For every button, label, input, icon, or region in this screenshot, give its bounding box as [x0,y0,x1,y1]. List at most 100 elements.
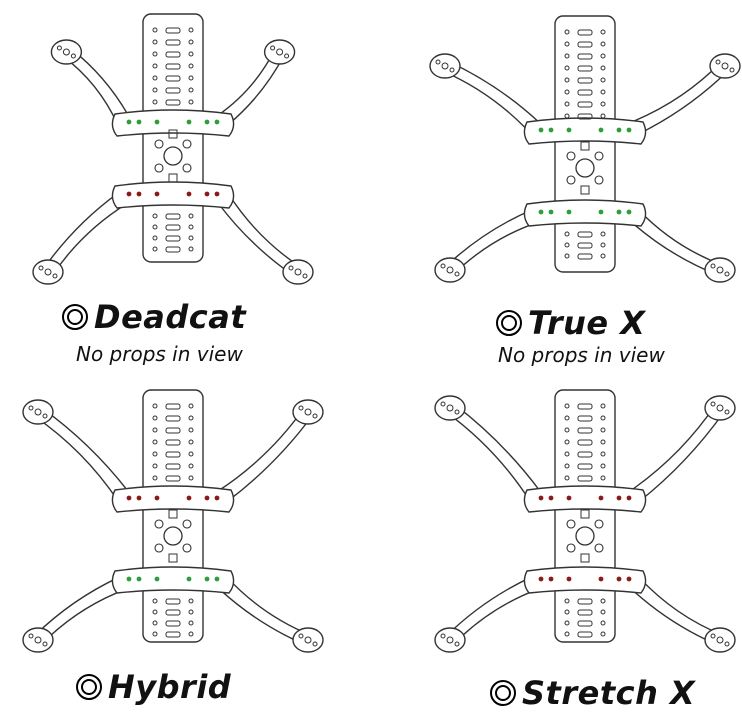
motor-hole [724,271,730,277]
spine-cutout [165,27,181,34]
rear-mount-hole [616,209,622,215]
motor-hole [440,401,446,407]
spine-hole [152,99,158,105]
front-mount-hole [566,127,572,133]
spine-cutout [165,620,181,627]
motor-hole [715,59,721,65]
front-mount-hole [548,495,554,501]
spine-cutout [577,439,593,446]
rear-mount-hole [136,191,142,197]
spine-cutout [577,427,593,434]
rear-mount-hole [548,209,554,215]
spine-hole [152,246,158,252]
spine-cutout [165,475,181,482]
rear-mount-hole [548,576,554,582]
motor-hole [446,404,454,412]
frame-arm [32,407,129,503]
spine-cutout [165,246,181,253]
front-mount-hole [136,119,142,125]
motor-hole [294,268,302,276]
motor-hole [312,641,318,647]
front-mount-hole [204,495,210,501]
spine-hole [152,63,158,69]
spine-cutout [577,415,593,422]
spine-cutout [165,235,181,242]
rear-mount-hole [598,576,604,582]
spine-hole [188,609,194,615]
rear-mount-hole [154,576,160,582]
spine-hole [600,415,606,421]
stack-hole [566,151,576,161]
motor-hole [724,409,730,415]
spine-cutout [165,598,181,605]
front-mount-hole [154,495,160,501]
spine-cutout [165,224,181,231]
frame-arm [444,403,541,502]
spine-hole [188,463,194,469]
front-mount-hole [626,495,632,501]
stack-hole [154,543,164,553]
front-mount-hole [626,127,632,133]
spine-cutout [165,63,181,70]
rear-mount-hole [186,191,192,197]
spine-cutout [577,631,593,638]
spine-hole [152,631,158,637]
spine-hole [152,27,158,33]
spine-hole [564,231,570,237]
spine-hole [188,427,194,433]
motor-hole [454,271,460,277]
front-clamp [111,109,235,137]
motor-hole [721,62,729,70]
spine-hole [188,475,194,481]
stack-hole [182,163,192,173]
front-mount-hole [598,495,604,501]
spine-cutout [577,463,593,470]
motor-hole [716,266,724,274]
front-mount-hole [154,119,160,125]
circle-mark-icon [76,674,102,700]
motor-hole [38,265,44,271]
front-mount-hole [548,127,554,133]
motor-hole [435,59,441,65]
spine-hole [600,598,606,604]
spine-cutout [577,609,593,616]
spine-cutout [577,475,593,482]
motor-hole [724,641,730,647]
motor-hole [446,266,454,274]
motor-hole [298,633,304,639]
front-mount-hole [214,119,220,125]
spine-hole [600,475,606,481]
motor-mount [292,627,324,653]
spine-hole [600,463,606,469]
motor-mount [704,627,736,653]
spine-cutout [165,403,181,410]
spine-cutout [577,253,593,260]
stack-cutout [168,553,178,563]
spine-hole [600,439,606,445]
stack-hole [154,519,164,529]
spine-hole [564,609,570,615]
spine-cutout [165,39,181,46]
spine-hole [564,439,570,445]
motor-hole [716,404,724,412]
stack-cutout [580,141,590,151]
spine-cutout [165,415,181,422]
stack-center [163,146,183,166]
spine-hole [152,87,158,93]
rear-mount-hole [626,209,632,215]
motor-mount [434,395,466,421]
frame-name: True X [528,304,646,342]
motor-mount [429,53,461,79]
motor-mount [50,39,83,65]
front-mount-hole [616,495,622,501]
motor-mount [704,395,736,421]
stack-cutout [168,129,178,139]
stack-center [163,526,183,546]
stack-hole [566,543,576,553]
spine-hole [188,75,194,81]
spine-hole [564,41,570,47]
spine-hole [564,65,570,71]
spine-hole [188,403,194,409]
frame-name: Deadcat [94,298,247,336]
